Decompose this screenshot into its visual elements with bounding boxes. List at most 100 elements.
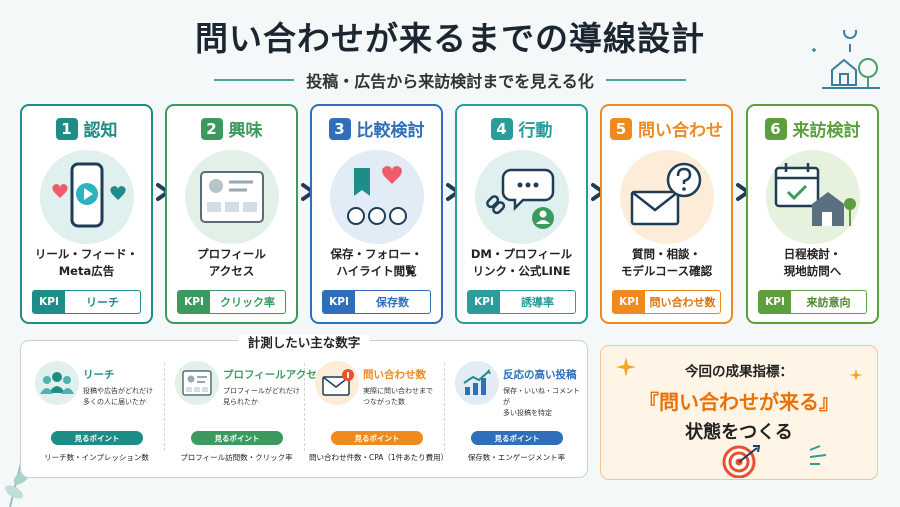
kpi-value: 来訪意向 <box>806 296 851 309</box>
metric-point-value: リーチ数・インプレッション数 <box>44 453 149 462</box>
kpi-badge: KPI 来訪意向 <box>758 290 867 314</box>
kpi-badge: KPI 保存数 <box>322 290 431 314</box>
metric-icon-circle <box>175 361 219 405</box>
profile-card-icon <box>200 171 264 223</box>
metric-name: 問い合わせ数 <box>363 369 426 381</box>
metric-description: 実際に問い合わせまで つながった数 <box>363 387 433 406</box>
step-label: 比較検討 <box>356 121 425 141</box>
metric-icon-circle <box>455 361 499 405</box>
step-header: 4 行動 <box>457 116 586 141</box>
metric-top-posts: 反応の高い投稿 保存・いいね・コメントが 多い投稿を特定 見るポイント 保存数・… <box>449 355 584 473</box>
metric-divider <box>444 363 445 451</box>
kpi-label: KPI <box>33 291 65 313</box>
target-icon <box>722 445 761 478</box>
step-label: 問い合わせ <box>638 121 723 141</box>
metric-description: 保存・いいね・コメントが 多い投稿を特定 <box>503 387 580 417</box>
metrics-title-row: 計測したい主な数字 <box>21 332 587 351</box>
step-card-action: 4 行動 DM・プロフィール リンク・公式LINE KPI 誘導率 <box>455 104 588 324</box>
step-number: 5 <box>610 117 632 140</box>
kpi-badge: KPI 誘導率 <box>467 290 576 314</box>
kpi-label: KPI <box>613 291 645 313</box>
page-title: 問い合わせが来るまでの導線設計 <box>195 19 705 58</box>
subtitle-row: 投稿・広告から来訪検討までを見える化 <box>0 68 900 92</box>
result-heading: 今回の成果指標： <box>685 364 793 380</box>
step-icon-circle <box>620 150 714 244</box>
step-description: 日程検討・ 現地訪問へ <box>783 247 842 278</box>
kpi-value: 保存数 <box>376 296 409 309</box>
metric-name: リーチ <box>83 369 115 381</box>
step-card-visit: 6 来訪検討 日程検討・ 現地訪問へ KPI 来訪意向 <box>746 104 879 324</box>
bookmark-heart-icon <box>347 166 407 225</box>
step-card-awareness: 1 認知 リール・フィード・ Meta広告 KPI リーチ <box>20 104 153 324</box>
step-header: 3 比較検討 <box>312 116 441 141</box>
kpi-badge: KPI クリック率 <box>177 290 286 314</box>
step-number: 1 <box>55 117 78 140</box>
metric-name: プロフィールアクセス <box>223 369 328 381</box>
step-header: 6 来訪検討 <box>748 116 877 141</box>
metric-point-value: 問い合わせ件数・CPA（1件あたり費用） <box>309 453 449 462</box>
metric-icon-circle <box>315 361 359 405</box>
metrics-title: 計測したい主な数字 <box>237 335 371 350</box>
house-tree-decoration-icon <box>812 30 880 89</box>
step-label: 来訪検討 <box>792 121 861 141</box>
sparkle-icon <box>616 357 636 377</box>
step-header: 1 認知 <box>22 116 151 141</box>
step-card-interest: 2 興味 プロフィール アクセス KPI クリック率 <box>165 104 298 324</box>
kpi-value: 問い合わせ数 <box>649 296 716 309</box>
step-icon-circle <box>766 150 860 244</box>
step-description: 保存・フォロー・ ハイライト閲覧 <box>330 247 423 278</box>
step-description: DM・プロフィール リンク・公式LINE <box>470 247 573 278</box>
step-number: 4 <box>490 117 513 140</box>
metric-point-label: 見るポイント <box>331 431 423 445</box>
step-icon-circle <box>40 150 134 244</box>
metric-point-value: プロフィール訪問数・クリック率 <box>180 453 293 462</box>
kpi-label: KPI <box>178 291 210 313</box>
result-highlight: 『問い合わせが来る』 <box>639 390 839 414</box>
step-card-consideration: 3 比較検討 保存・フォロー・ ハイライト閲覧 KPI 保存数 <box>310 104 443 324</box>
metric-inquiries: 問い合わせ数 実際に問い合わせまで つながった数 見るポイント 問い合わせ件数・… <box>309 355 449 473</box>
kpi-label: KPI <box>323 291 355 313</box>
step-description: 質問・相談・ モデルコース確認 <box>620 247 713 278</box>
step-number: 3 <box>328 117 351 140</box>
step-description: プロフィール アクセス <box>197 247 266 278</box>
step-number: 2 <box>200 117 223 140</box>
accent-lines-icon <box>809 445 827 465</box>
kpi-label: KPI <box>759 291 791 313</box>
kpi-value: 誘導率 <box>521 296 554 309</box>
people-icon <box>40 372 74 394</box>
kpi-badge: KPI リーチ <box>32 290 141 314</box>
metric-description: 投稿や広告がどれだけ 多くの人に届いたか <box>83 387 153 406</box>
metric-point-label: 見るポイント <box>51 431 143 445</box>
kpi-badge: KPI 問い合わせ数 <box>612 290 721 314</box>
result-box: 今回の成果指標： 『問い合わせが来る』 状態をつくる <box>600 345 878 480</box>
result-statement: 状態をつくる <box>685 422 793 443</box>
step-header: 5 問い合わせ <box>602 116 731 141</box>
step-number: 6 <box>764 117 787 140</box>
step-label: 興味 <box>228 121 263 141</box>
page-subtitle: 投稿・広告から来訪検討までを見える化 <box>306 72 594 91</box>
growth-chart-icon <box>463 369 491 395</box>
profile-icon <box>182 370 212 396</box>
metric-point-label: 見るポイント <box>471 431 563 445</box>
metric-point-label: 見るポイント <box>191 431 283 445</box>
step-card-inquiry: 5 問い合わせ 質問・相談・ モデルコース確認 KPI 問い合わせ数 <box>600 104 733 324</box>
sparkle-icon <box>849 368 863 382</box>
smartphone-play-icon <box>52 162 126 228</box>
mail-badge-icon <box>322 369 354 396</box>
metric-description: プロフィールがどれだけ 見られたか <box>223 387 300 406</box>
metric-point-value: 保存数・エンゲージメント率 <box>467 453 566 462</box>
metric-reach: リーチ 投稿や広告がどれだけ 多くの人に届いたか 見るポイント リーチ数・インプ… <box>29 355 164 473</box>
calendar-house-icon <box>774 163 856 226</box>
step-icon-circle <box>330 150 424 244</box>
kpi-value: リーチ <box>86 296 119 309</box>
kpi-value: クリック率 <box>220 296 275 309</box>
subtitle-line-right <box>605 79 686 81</box>
step-icon-circle <box>475 150 569 244</box>
chat-link-icon <box>486 168 555 229</box>
step-label: 行動 <box>518 121 553 141</box>
step-header: 2 興味 <box>167 116 296 141</box>
funnel-steps: 1 認知 リール・フィード・ Meta広告 KPI リーチ 2 興味 <box>20 104 880 326</box>
metric-profile-access: プロフィールアクセス プロフィールがどれだけ 見られたか 見るポイント プロフィ… <box>169 355 327 473</box>
step-label: 認知 <box>83 121 118 141</box>
metric-name: 反応の高い投稿 <box>503 369 577 381</box>
